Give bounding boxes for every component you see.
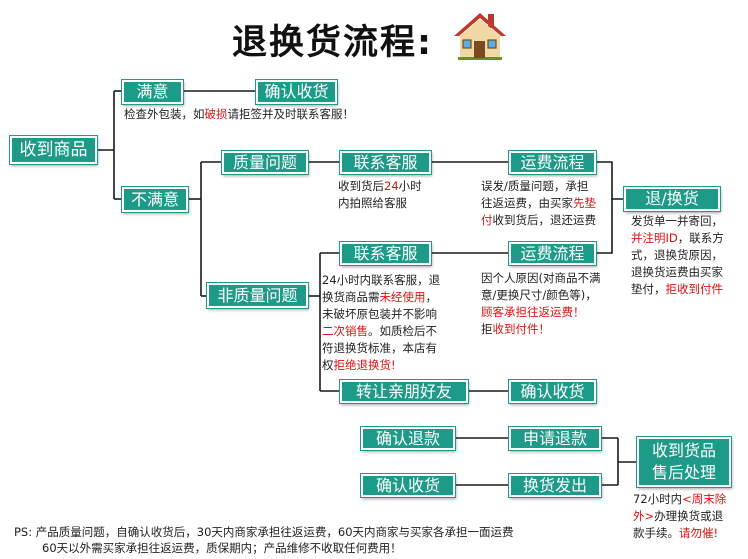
quality-freight-note: 误发/质量问题，承担往返运费，由买家先垫付收到货后，退还运费 bbox=[481, 179, 596, 227]
non-quality-issue-box: 非质量问题 bbox=[207, 283, 308, 308]
ps-note-line-2: 60天以外需买家承担往返运费，质保期内；产品维修不收取任何费用！ bbox=[42, 541, 402, 555]
apply-refund-box: 申请退款 bbox=[509, 427, 601, 450]
contact-service-2-box: 联系客服 bbox=[340, 242, 431, 265]
confirm-receipt-bottom-box: 确认收货 bbox=[361, 474, 455, 497]
confirm-receipt-top-box: 确认收货 bbox=[256, 80, 337, 104]
satisfied-note: 检查外包装，如破损请拒签并及时联系客服！ bbox=[124, 107, 354, 121]
quality-issue-box: 质量问题 bbox=[222, 151, 308, 174]
confirm-refund-box: 确认退款 bbox=[361, 427, 455, 450]
return-note: 发货单一并寄回，并注明ID，联系方式，退换货原因，退换货运费由买家垫付，拒收到付… bbox=[631, 214, 724, 296]
nonquality-contact-note: 24小时内联系客服，退换货商品需未经使用，未破坏原包装并不影响二次销售。如质检后… bbox=[322, 273, 441, 372]
transfer-friends-box: 转让亲朋好友 bbox=[340, 380, 468, 403]
after-sale-note: 72小时内<周末除外>办理换货或退款手续。请勿催! bbox=[633, 492, 727, 540]
exchange-shipped-box: 换货发出 bbox=[509, 474, 601, 497]
quality-contact-note: 收到货后24小时内拍照给客服 bbox=[338, 179, 422, 210]
nonquality-freight-note: 因个人原因(对商品不满意/更换尺寸/颜色等)，顾客承担往返运费！拒收到付件！ bbox=[481, 271, 601, 336]
contact-service-1-box: 联系客服 bbox=[340, 151, 431, 174]
satisfied-box: 满意 bbox=[122, 80, 183, 104]
confirm-receipt-mid-box: 确认收货 bbox=[509, 380, 596, 403]
return-exchange-box: 退/换货 bbox=[624, 187, 720, 211]
after-sale-box: 收到货品 售后处理 bbox=[637, 437, 731, 487]
freight-process-2-box: 运费流程 bbox=[509, 242, 596, 265]
house-icon bbox=[454, 13, 506, 60]
received-goods-box: 收到商品 bbox=[10, 136, 97, 164]
freight-process-1-box: 运费流程 bbox=[509, 151, 596, 174]
unsatisfied-box: 不满意 bbox=[122, 187, 188, 212]
ps-note-line-1: PS: 产品质量问题，自确认收货后，30天内商家承担往返运费，60天内商家与买家… bbox=[14, 525, 514, 539]
page-title: 退换货流程: bbox=[232, 23, 433, 63]
